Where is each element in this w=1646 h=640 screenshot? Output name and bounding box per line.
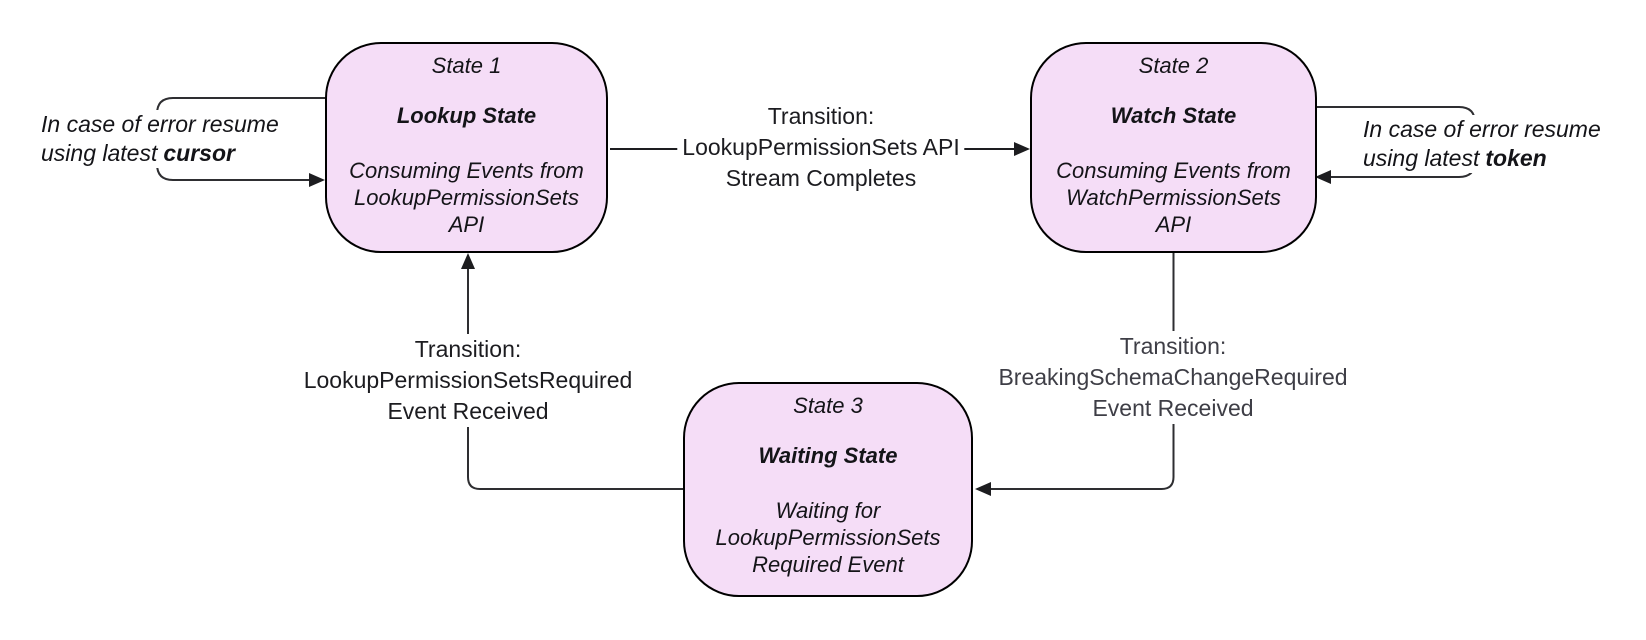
state-description-line: Required Event <box>752 552 904 577</box>
state-description-line: API <box>448 212 485 237</box>
transition-label-state2-state3: Transition: BreakingSchemaChangeRequired… <box>993 331 1353 424</box>
arrowhead-loop-state2 <box>1315 170 1331 184</box>
arrowhead-loop-state1 <box>309 173 325 187</box>
state-description-line: Consuming Events from <box>349 158 584 183</box>
transition-label-line: Stream Completes <box>720 163 922 194</box>
state-description: Consuming Events from LookupPermissionSe… <box>349 157 584 238</box>
state-description-line: API <box>1155 212 1192 237</box>
arrowhead-into-state2 <box>1014 142 1030 156</box>
transition-label-line: LookupPermissionSetsRequired <box>298 365 638 396</box>
state-node-lookup: State 1 Lookup State Consuming Events fr… <box>325 42 608 253</box>
state-node-waiting: State 3 Waiting State Waiting for Lookup… <box>683 382 973 597</box>
state-title: State 3 <box>793 393 863 418</box>
state-description: Consuming Events from WatchPermissionSet… <box>1056 157 1291 238</box>
state-title: State 2 <box>1138 53 1209 78</box>
transition-label-state3-state1: Transition: LookupPermissionSetsRequired… <box>298 334 638 427</box>
transition-label-line: Event Received <box>382 396 554 427</box>
state-description-line: LookupPermissionSets <box>715 525 941 550</box>
transition-label-line: Transition: <box>409 334 527 365</box>
error-loop-label-line: In case of error resume <box>1360 115 1604 144</box>
state-name: Lookup State <box>396 103 537 128</box>
transition-label-line: Transition: <box>1114 331 1232 362</box>
connector-state3-to-state1 <box>467 269 683 490</box>
state-description-line: Consuming Events from <box>1056 158 1291 183</box>
error-loop-label-prefix: using latest <box>41 140 158 166</box>
connector-state2-to-state3 <box>991 253 1175 490</box>
state-node-watch: State 2 Watch State Consuming Events fro… <box>1030 42 1317 253</box>
error-loop-keyword: cursor <box>163 140 235 166</box>
transition-label-line: BreakingSchemaChangeRequired <box>993 362 1353 393</box>
transition-label-state1-state2: Transition: LookupPermissionSets API Str… <box>677 101 965 194</box>
state-name: Waiting State <box>758 443 898 468</box>
state-description-line: WatchPermissionSets <box>1066 185 1281 210</box>
transition-label-line: Event Received <box>1087 393 1259 424</box>
transition-label-line: Transition: <box>762 101 880 132</box>
error-loop-label-prefix: using latest <box>1363 145 1480 171</box>
error-loop-label-line: In case of error resume <box>38 110 282 139</box>
state-name: Watch State <box>1110 103 1237 128</box>
state-description-line: LookupPermissionSets <box>353 185 579 210</box>
state-description-line: Waiting for <box>775 498 881 523</box>
transition-label-line: LookupPermissionSets API <box>677 132 965 163</box>
state-description: Waiting for LookupPermissionSets Require… <box>715 497 940 578</box>
error-loop-keyword: token <box>1485 145 1547 171</box>
arrowhead-into-state3 <box>975 482 991 496</box>
arrowhead-into-state1 <box>461 253 475 269</box>
state-title: State 1 <box>431 53 502 78</box>
